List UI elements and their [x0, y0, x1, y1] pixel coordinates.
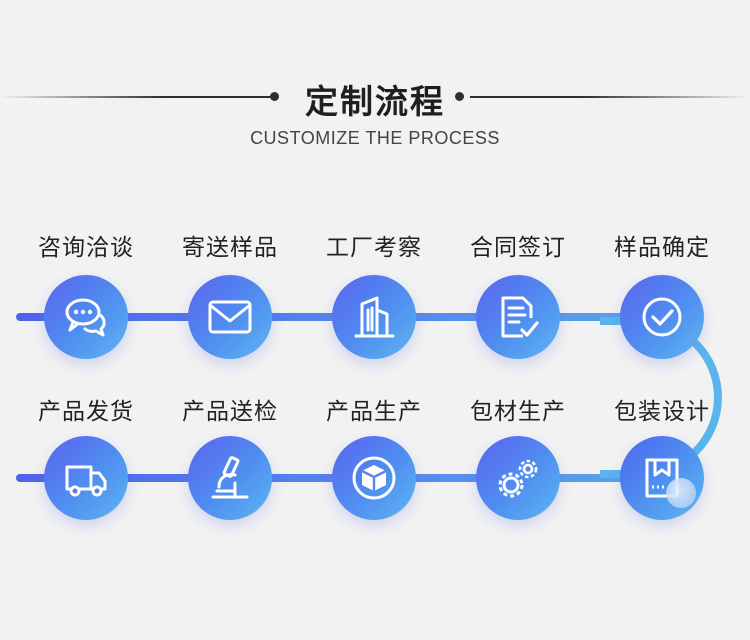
step-label-2: 寄送样品 [182, 235, 278, 261]
cube-icon [352, 456, 396, 500]
factory-building-icon [354, 296, 395, 338]
title-dot-left [270, 92, 279, 101]
step-label-4: 合同签订 [470, 235, 566, 261]
step-1 [44, 275, 128, 359]
step-9 [188, 436, 272, 520]
step-label-10: 产品发货 [38, 399, 134, 425]
step-label-6: 包装设计 [614, 399, 710, 425]
step-label-5: 样品确定 [614, 235, 710, 261]
title-divider-left [0, 96, 272, 98]
title-dot-right [455, 92, 464, 101]
step-4 [476, 275, 560, 359]
step-label-8: 产品生产 [326, 399, 422, 425]
step-label-7: 包材生产 [470, 399, 566, 425]
step-label-9: 产品送检 [182, 399, 278, 425]
title-divider-right [470, 96, 750, 98]
envelope-icon [208, 300, 252, 334]
checkmark-icon [642, 297, 682, 337]
step-label-3: 工厂考察 [326, 235, 422, 261]
step-label-1: 咨询洽谈 [38, 235, 134, 261]
step-6 [620, 436, 704, 520]
chat-bubbles-icon [65, 298, 106, 337]
step-5 [620, 275, 704, 359]
delivery-truck-icon [65, 465, 107, 497]
step-2 [188, 275, 272, 359]
microscope-icon [211, 456, 249, 499]
step-8 [332, 436, 416, 520]
decorative-bubble [666, 478, 696, 508]
step-7 [476, 436, 560, 520]
header: 定制流程 [0, 70, 750, 130]
page-title: 定制流程 [305, 82, 445, 121]
page-subtitle: CUSTOMIZE THE PROCESS [250, 128, 500, 148]
gears-icon [498, 459, 538, 498]
step-10 [44, 436, 128, 520]
step-3 [332, 275, 416, 359]
contract-document-icon [501, 296, 539, 338]
